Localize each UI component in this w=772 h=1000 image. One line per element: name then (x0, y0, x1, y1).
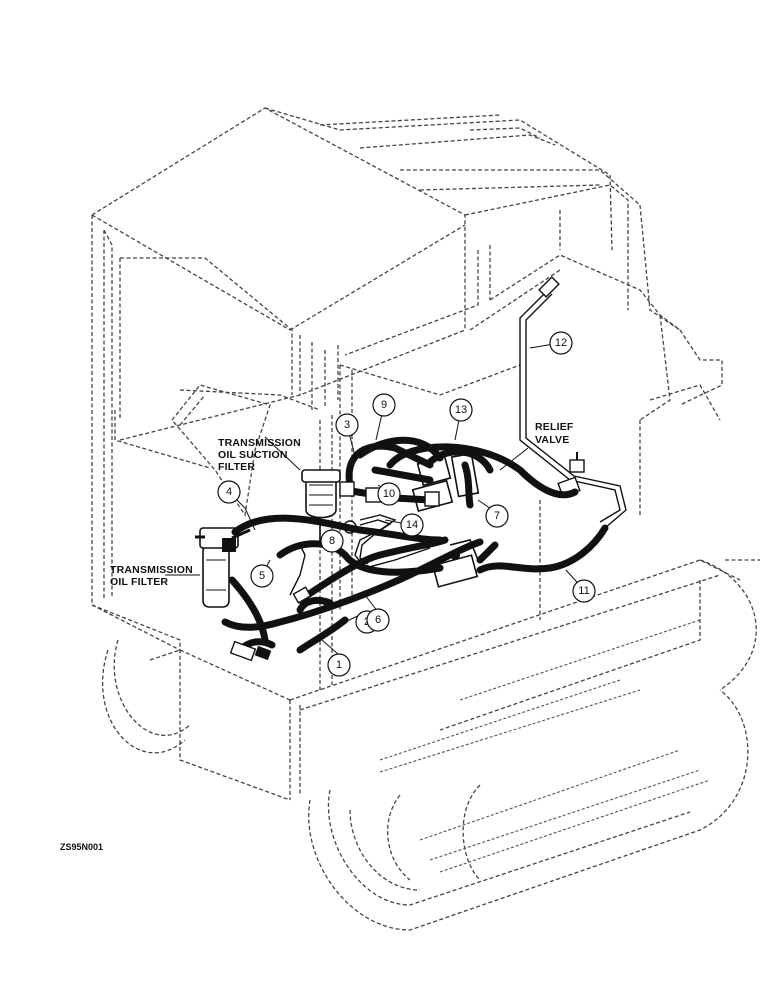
callout-14-label: 14 (406, 519, 418, 531)
hoses (221, 436, 609, 654)
callout-4-label: 4 (226, 486, 232, 498)
callout-9-label: 9 (381, 399, 387, 411)
oil-filter-label-line1: TRANSMISSION (110, 564, 193, 576)
relief-valve-label-line2: VALVE (535, 434, 569, 446)
callout-5: 5 (250, 564, 274, 588)
callout-12-label: 12 (555, 337, 567, 349)
callout-10-label: 10 (383, 488, 395, 500)
callout-13-label: 13 (455, 404, 467, 416)
relief-valve-label-line1: RELIEF (535, 421, 574, 433)
callout-3-label: 3 (344, 419, 350, 431)
transmission-oil-suction-filter (301, 469, 341, 546)
suction-filter-label: TRANSMISSION OIL SUCTION FILTER (218, 437, 301, 473)
callout-9: 9 (372, 393, 396, 417)
relief-valve-label: RELIEF VALVE (535, 421, 574, 446)
callout-4: 4 (217, 480, 241, 504)
callout-5-label: 5 (259, 570, 265, 582)
suction-filter-label-line1: TRANSMISSION (218, 437, 301, 449)
suction-filter-label-line3: FILTER (218, 461, 255, 473)
callout-12: 12 (549, 331, 573, 355)
oil-filter-label: TRANSMISSION OIL FILTER (110, 564, 193, 588)
callout-3: 3 (335, 413, 359, 437)
figure-code: ZS95N001 (60, 842, 103, 852)
callout-6: 6 (366, 608, 390, 632)
callout-1-label: 1 (336, 659, 342, 671)
transmission-oil-filter (195, 527, 251, 608)
oil-filter-label-line2: OIL FILTER (110, 576, 168, 588)
callout-8: 8 (320, 529, 344, 553)
callout-8-label: 8 (329, 535, 335, 547)
callout-7: 7 (485, 504, 509, 528)
machine-outline (91, 107, 760, 931)
callout-11: 11 (572, 579, 596, 603)
callout-11-label: 11 (578, 585, 589, 597)
callout-10: 10 (377, 482, 401, 506)
callout-13: 13 (449, 398, 473, 422)
callout-7-label: 7 (494, 510, 500, 522)
callout-14: 14 (400, 513, 424, 537)
callout-6-label: 6 (375, 614, 381, 626)
callout-1: 1 (327, 653, 351, 677)
suction-filter-label-line2: OIL SUCTION (218, 449, 288, 461)
